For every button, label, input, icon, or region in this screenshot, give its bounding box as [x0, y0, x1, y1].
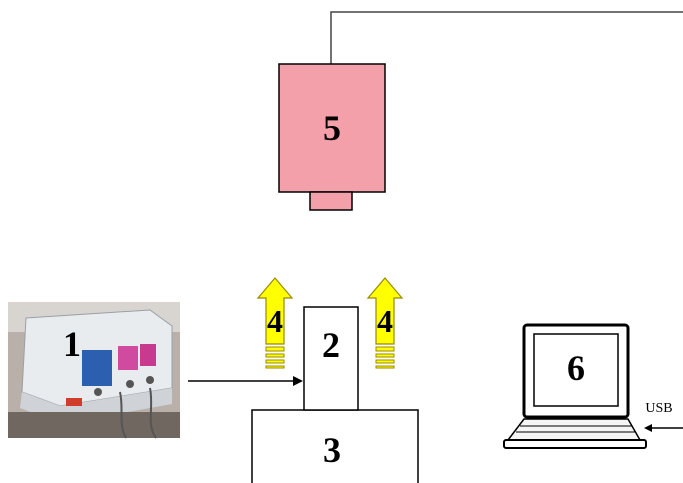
- laptop: 6: [503, 323, 647, 449]
- laptop-keyboard: [506, 418, 642, 441]
- sample: 2: [303, 306, 359, 411]
- heat-arrow-right: 4: [366, 277, 404, 369]
- camera-label: 5: [323, 108, 341, 148]
- generator-photo: 1: [8, 302, 180, 439]
- usb-connection: USB: [644, 401, 683, 432]
- heat-arrow-left-label: 4: [267, 303, 283, 339]
- camera-cable: [330, 11, 683, 64]
- laptop-screen: [533, 333, 619, 407]
- usb-label: USB: [645, 401, 672, 416]
- heat-arrow-right-label: 4: [377, 303, 393, 339]
- camera-lens: [309, 191, 353, 211]
- generator-label: 1: [63, 324, 81, 364]
- heat-arrow-left: 4: [256, 277, 294, 369]
- sample-label: 2: [322, 325, 340, 365]
- stand-label: 3: [323, 430, 341, 470]
- stand: 3: [251, 409, 419, 483]
- camera: 5: [278, 63, 386, 211]
- camera-body: [278, 63, 386, 193]
- connection-arrow: [188, 376, 303, 386]
- laptop-label: 6: [567, 348, 585, 388]
